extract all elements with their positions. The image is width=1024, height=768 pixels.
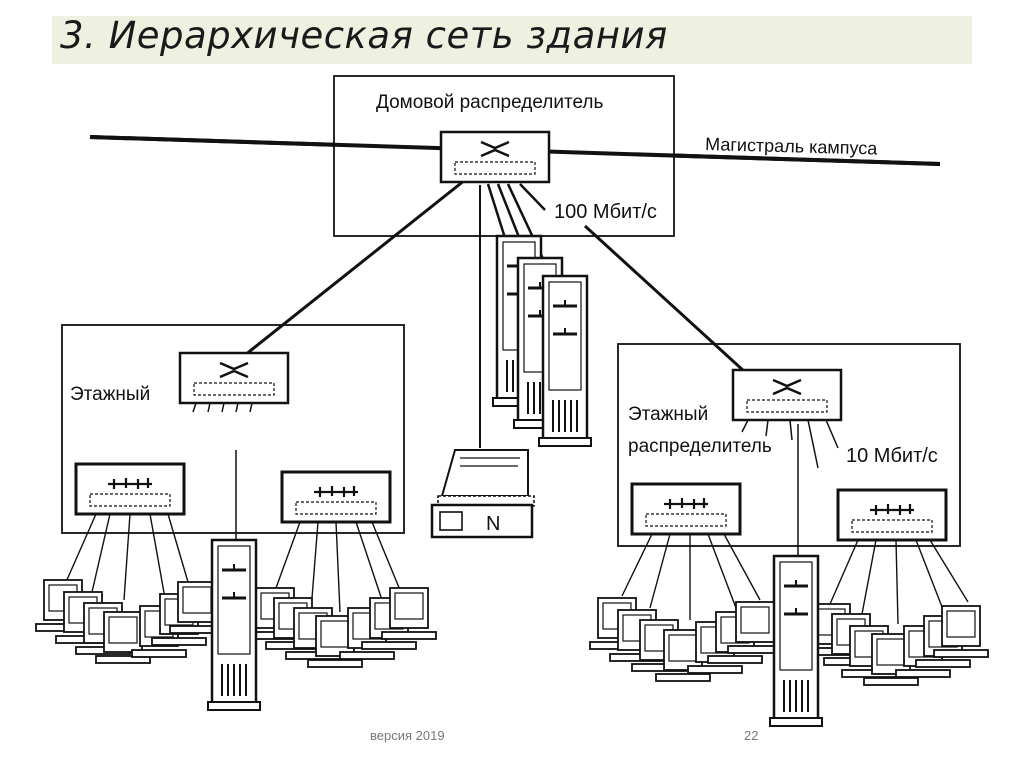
floor-left-frame — [61, 324, 405, 534]
server-floor-left — [206, 538, 262, 712]
page-number: 22 — [744, 728, 759, 743]
pc-cluster-right-2 — [803, 603, 989, 686]
floor-left-switch — [178, 351, 290, 405]
speed-100-label: 100 Мбит/с — [554, 201, 657, 223]
building-switch — [439, 130, 551, 184]
network-printer: N — [430, 449, 535, 539]
building-distributor-label: Домовой распределитель — [376, 92, 603, 113]
pc-cluster-right-1 — [589, 597, 783, 682]
floor-right-hub-1 — [630, 482, 742, 536]
floor-right-label-1: Этажный — [628, 404, 708, 425]
floor-left-hub-1 — [74, 462, 186, 516]
floor-right-label-2: распределитель — [628, 436, 772, 457]
campus-backbone-label: Магистраль кампуса — [705, 134, 879, 159]
pc-cluster-left-2 — [247, 587, 437, 668]
floor-left-label: Этажный — [70, 384, 150, 405]
slide-title: 3. Иерархическая сеть здания — [60, 14, 668, 57]
server-floor-right — [768, 554, 824, 728]
server-central-3 — [537, 274, 593, 448]
title-bar — [52, 16, 972, 64]
floor-right-switch — [731, 368, 843, 422]
speed-10-label: 10 Мбит/с — [846, 445, 938, 467]
floor-left-hub-2 — [280, 470, 392, 524]
floor-right-hub-2 — [836, 488, 948, 542]
footer-version: версия 2019 — [370, 728, 445, 743]
pc-cluster-left-1 — [35, 579, 225, 664]
printer-label: N — [486, 513, 500, 535]
floor-right-frame — [617, 343, 961, 547]
